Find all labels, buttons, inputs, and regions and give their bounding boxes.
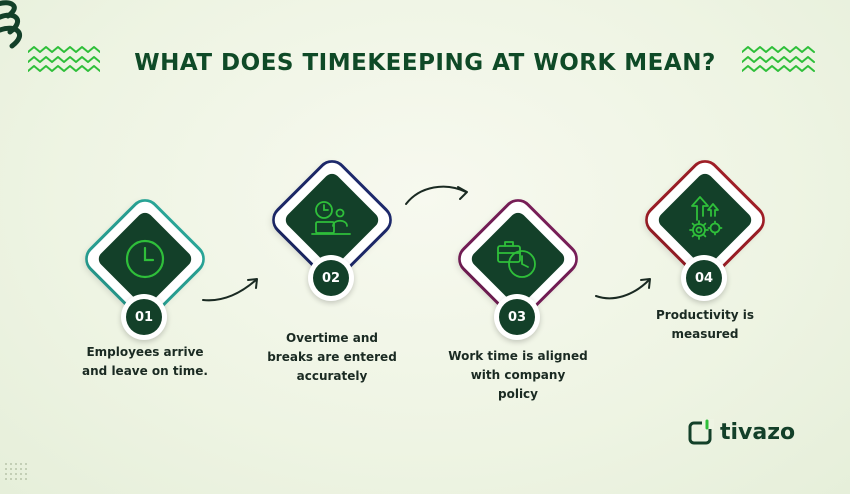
- step-04-badge: 04: [681, 255, 727, 301]
- briefcase-clock-icon: [497, 241, 536, 278]
- step-03-badge: 03: [494, 294, 540, 340]
- step-01-number: 01: [126, 299, 162, 335]
- step-03-caption-line-3: policy: [498, 387, 538, 401]
- logo-text: tivazo: [720, 419, 796, 445]
- arrow-step2-to-step3: [405, 185, 468, 205]
- step-03-caption: Work time is aligned with company policy: [443, 347, 593, 404]
- step-03: 03: [453, 194, 583, 340]
- step-03-caption-line-1: Work time is aligned: [448, 349, 588, 363]
- step-01-badge: 01: [121, 294, 167, 340]
- overtime-worker-icon: [311, 201, 351, 235]
- clock-icon: [125, 239, 165, 279]
- arrow-step3-to-step4: [595, 278, 651, 300]
- step-02: 02: [267, 155, 397, 301]
- step-04-caption: Productivity is measured: [630, 306, 780, 344]
- step-04-caption-line-1: Productivity is: [656, 308, 754, 322]
- zigzag-decoration-left: [28, 46, 100, 72]
- step-01-caption-line-1: Employees arrive: [86, 345, 204, 359]
- page-title: WHAT DOES TIMEKEEPING AT WORK MEAN?: [134, 50, 716, 76]
- tivazo-logo-icon: [688, 419, 714, 445]
- step-04-number: 04: [686, 260, 722, 296]
- tivazo-logo: tivazo: [688, 419, 795, 445]
- step-01-caption-line-2: and leave on time.: [82, 364, 208, 378]
- step-02-caption-line-3: accurately: [296, 369, 368, 383]
- step-02-caption: Overtime and breaks are entered accurate…: [257, 329, 407, 386]
- step-02-number: 02: [313, 260, 349, 296]
- step-02-caption-line-2: breaks are entered: [267, 350, 397, 364]
- step-02-caption-line-1: Overtime and: [286, 331, 378, 345]
- dot-grid-decoration: [5, 463, 27, 480]
- step-03-number: 03: [499, 299, 535, 335]
- zigzag-decoration-right: [742, 46, 815, 72]
- corner-swirl-decoration: [0, 0, 22, 49]
- arrow-step1-to-step2: [202, 278, 258, 302]
- step-01: 01: [80, 194, 210, 340]
- step-01-caption: Employees arrive and leave on time.: [70, 343, 220, 381]
- step-04: 04: [640, 155, 770, 301]
- step-04-caption-line-2: measured: [671, 327, 739, 341]
- step-03-caption-line-2: with company: [470, 368, 566, 382]
- step-02-badge: 02: [308, 255, 354, 301]
- productivity-gears-icon: [689, 196, 723, 240]
